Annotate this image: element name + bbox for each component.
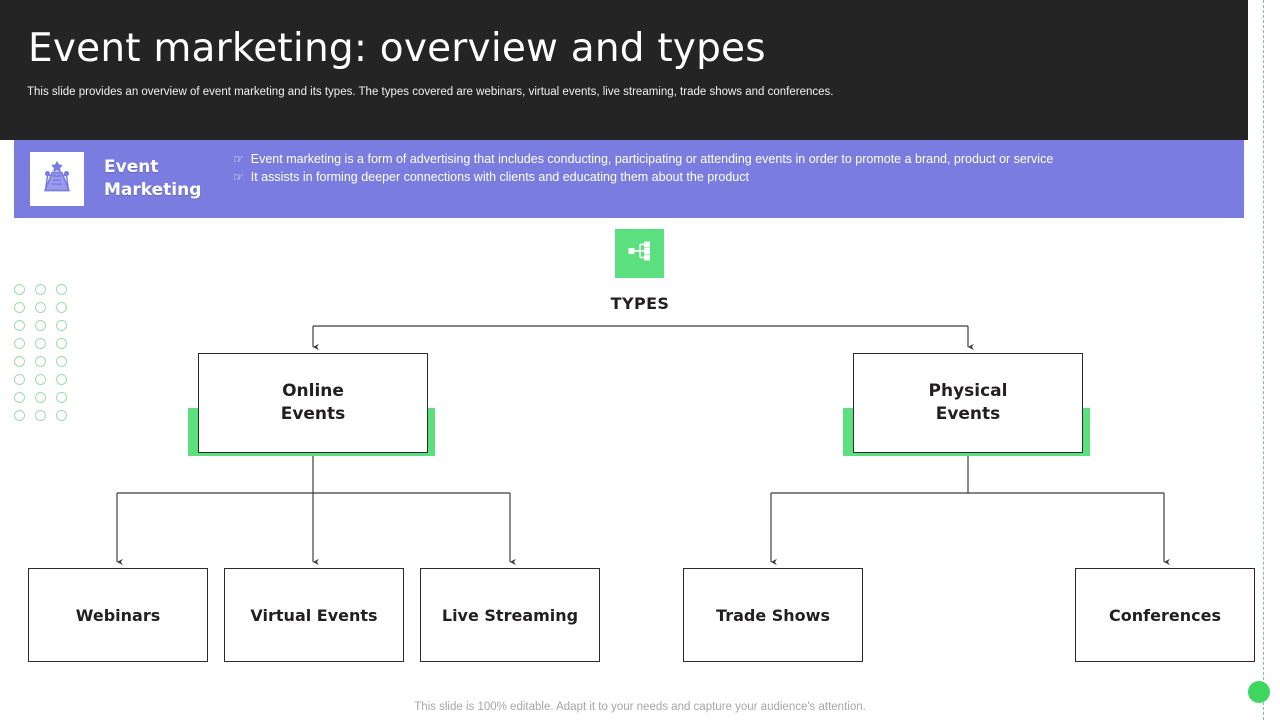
leaf-label: Trade Shows xyxy=(716,605,830,625)
decorative-dot xyxy=(56,410,67,421)
footer-note: This slide is 100% editable. Adapt it to… xyxy=(414,701,866,713)
decorative-dot xyxy=(35,410,46,421)
leaf-node-trade-shows[interactable]: Trade Shows xyxy=(683,568,863,662)
decorative-dot xyxy=(35,302,46,313)
footer-accent-dot xyxy=(1248,681,1270,703)
branch-node-physical-events[interactable]: Physical Events xyxy=(843,353,1090,456)
branch-label-line2: Events xyxy=(935,404,1001,424)
decorative-dot xyxy=(56,374,67,385)
definition-bullet-text: It assists in forming deeper connections… xyxy=(250,169,749,184)
decorative-dot xyxy=(14,374,25,385)
decorative-dot xyxy=(35,338,46,349)
decorative-dot xyxy=(14,392,25,403)
page-subtitle: This slide provides an overview of event… xyxy=(27,86,834,98)
definition-bullet-text: Event marketing is a form of advertising… xyxy=(250,152,1054,166)
types-heading: TYPES xyxy=(610,294,670,313)
branch-label-line1: Physical xyxy=(928,381,1008,401)
definition-banner: Event Marketing ☞ Event marketing is a f… xyxy=(14,140,1244,218)
branch-label-line2: Events xyxy=(280,404,346,424)
right-dashed-rule xyxy=(1263,0,1264,720)
decorative-dot xyxy=(14,356,25,367)
branch-label-line1: Online xyxy=(282,381,344,401)
decorative-dot xyxy=(35,320,46,331)
decorative-dot xyxy=(56,320,67,331)
page-title: Event marketing: overview and types xyxy=(28,26,766,71)
decorative-dot xyxy=(35,374,46,385)
leaf-label: Virtual Events xyxy=(250,605,378,625)
leaf-node-conferences[interactable]: Conferences xyxy=(1075,568,1255,662)
decorative-dot xyxy=(56,284,67,295)
decorative-dot xyxy=(56,338,67,349)
header-band: Event marketing: overview and types This… xyxy=(0,0,1248,140)
decorative-dot xyxy=(14,320,25,331)
branch-label: Physical Events xyxy=(929,380,1008,426)
decorative-dot xyxy=(14,284,25,295)
branch-card[interactable]: Physical Events xyxy=(853,353,1083,453)
decorative-dot xyxy=(14,338,25,349)
leaf-node-live-streaming[interactable]: Live Streaming xyxy=(420,568,600,662)
decorative-dot xyxy=(35,356,46,367)
leaf-label: Live Streaming xyxy=(441,605,579,625)
types-icon-tile xyxy=(615,229,664,278)
definition-label-line2: Marketing xyxy=(104,180,202,200)
decorative-dot xyxy=(56,356,67,367)
leaf-node-webinars[interactable]: Webinars xyxy=(28,568,208,662)
decorative-dot xyxy=(35,392,46,403)
definition-bullet-list: ☞ Event marketing is a form of advertisi… xyxy=(233,151,1230,186)
red-carpet-event-icon xyxy=(38,158,76,201)
decorative-dot xyxy=(14,410,25,421)
definition-bullet-item: ☞ Event marketing is a form of advertisi… xyxy=(233,151,1230,169)
branch-card[interactable]: Online Events xyxy=(198,353,428,453)
definition-icon-tile xyxy=(30,152,84,206)
decorative-dot-grid xyxy=(14,284,77,428)
leaf-label: Conferences xyxy=(1109,605,1221,625)
decorative-dot xyxy=(56,392,67,403)
definition-bullet-item: ☞ It assists in forming deeper connectio… xyxy=(233,169,1230,187)
pointing-hand-bullet-icon: ☞ xyxy=(233,169,244,184)
pointing-hand-bullet-icon: ☞ xyxy=(233,152,244,166)
branch-node-online-events[interactable]: Online Events xyxy=(188,353,435,456)
branch-label: Online Events xyxy=(281,380,346,426)
decorative-dot xyxy=(56,302,67,313)
decorative-dot xyxy=(35,284,46,295)
definition-label: Event Marketing xyxy=(104,156,201,202)
decorative-dot xyxy=(14,302,25,313)
leaf-label: Webinars xyxy=(75,605,161,625)
sitemap-hierarchy-icon xyxy=(625,236,655,271)
definition-label-line1: Event xyxy=(104,157,159,177)
leaf-node-virtual-events[interactable]: Virtual Events xyxy=(224,568,404,662)
